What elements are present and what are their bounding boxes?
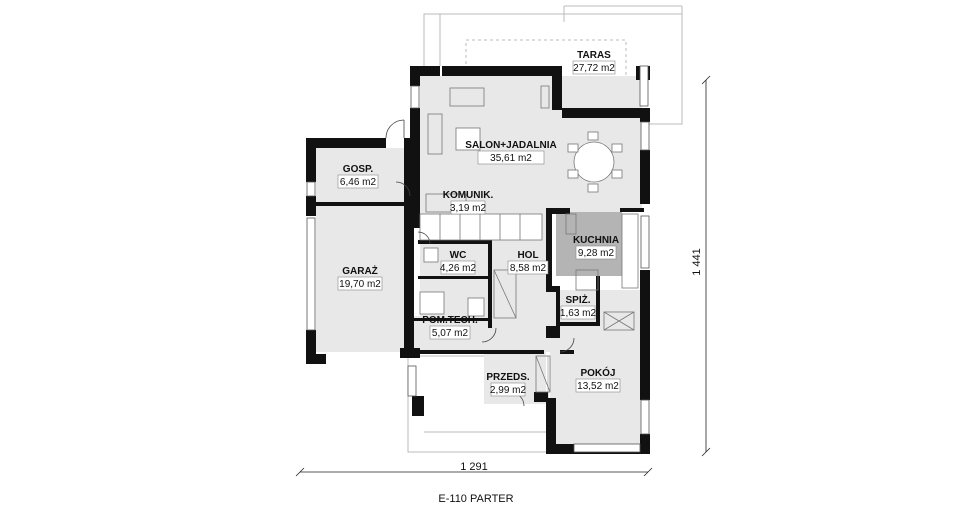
room-name: KOMUNIK. xyxy=(443,190,494,201)
room-area-box xyxy=(477,150,545,165)
windows xyxy=(306,65,650,453)
room-area-box xyxy=(575,378,621,393)
room-label-przeds: PRZEDS. 2,99 m2 xyxy=(486,372,530,397)
room-label-hol: HOL 8,58 m2 xyxy=(507,250,549,275)
room-area: 8,58 m2 xyxy=(510,263,547,274)
room-name: GOSP. xyxy=(343,164,374,175)
room-label-spiz: SPIŻ. 1,63 m2 xyxy=(560,293,597,320)
dimension-width xyxy=(295,467,653,477)
height-dimension-label: 1 441 xyxy=(691,248,703,276)
room-name: POM.TECH. xyxy=(422,315,478,326)
room-name: PRZEDS. xyxy=(486,372,530,383)
room-area: 27,72 m2 xyxy=(573,63,615,74)
room-area: 5,07 m2 xyxy=(432,328,469,339)
room-label-pomtech: POM.TECH. 5,07 m2 xyxy=(422,315,478,340)
room-area: 9,28 m2 xyxy=(578,248,615,259)
room-area: 4,26 m2 xyxy=(440,263,477,274)
width-dimension-label: 1 291 xyxy=(460,461,488,473)
room-name: GARAŻ xyxy=(342,264,378,277)
room-area: 3,19 m2 xyxy=(450,203,487,214)
room-area-box xyxy=(440,260,476,275)
room-area: 6,46 m2 xyxy=(340,177,377,188)
room-area-box xyxy=(507,260,549,275)
room-label-taras: TARAS 27,72 m2 xyxy=(572,50,616,75)
plan-caption: E-110 PARTER xyxy=(438,493,513,505)
room-area-box xyxy=(450,200,486,215)
kitchen-fill xyxy=(556,212,622,276)
room-label-salon: SALON+JADALNIA 35,61 m2 xyxy=(465,140,557,165)
room-name: SALON+JADALNIA xyxy=(465,140,556,151)
room-area-box xyxy=(490,382,526,397)
room-label-kuchnia: KUCHNIA 9,28 m2 xyxy=(573,235,619,260)
room-area: 2,99 m2 xyxy=(490,385,527,396)
dimension-height xyxy=(701,75,711,457)
room-area-box xyxy=(575,245,617,260)
door-swings xyxy=(385,119,575,407)
room-name: HOL xyxy=(517,250,538,261)
room-area-box xyxy=(429,325,471,340)
stairs xyxy=(419,213,543,241)
room-area-box xyxy=(560,305,596,320)
room-area: 35,61 m2 xyxy=(490,153,532,164)
room-name: KUCHNIA xyxy=(573,235,619,246)
room-label-garaz: GARAŻ 19,70 m2 xyxy=(337,264,383,291)
room-area: 19,70 m2 xyxy=(339,279,381,290)
room-name: SPIŻ. xyxy=(565,293,590,306)
room-label-gosp: GOSP. 6,46 m2 xyxy=(337,164,379,189)
furniture xyxy=(419,85,639,393)
walls xyxy=(306,66,650,454)
room-name: TARAS xyxy=(577,50,611,61)
room-area-box xyxy=(337,174,379,189)
room-area: 1,63 m2 xyxy=(560,308,597,319)
room-labels: TARAS 27,72 m2 SALON+JADALNIA 35,61 m2 GOSP.… xyxy=(337,50,621,397)
room-area: 13,52 m2 xyxy=(577,381,619,392)
room-area-box xyxy=(572,60,616,75)
room-name: WC xyxy=(450,250,467,261)
room-label-komunik: KOMUNIK. 3,19 m2 xyxy=(443,190,494,215)
room-label-pokoj: POKÓJ 13,52 m2 xyxy=(575,366,621,393)
room-area-box xyxy=(337,276,383,291)
room-label-wc: WC 4,26 m2 xyxy=(440,250,477,275)
room-name: POKÓJ xyxy=(580,366,615,379)
